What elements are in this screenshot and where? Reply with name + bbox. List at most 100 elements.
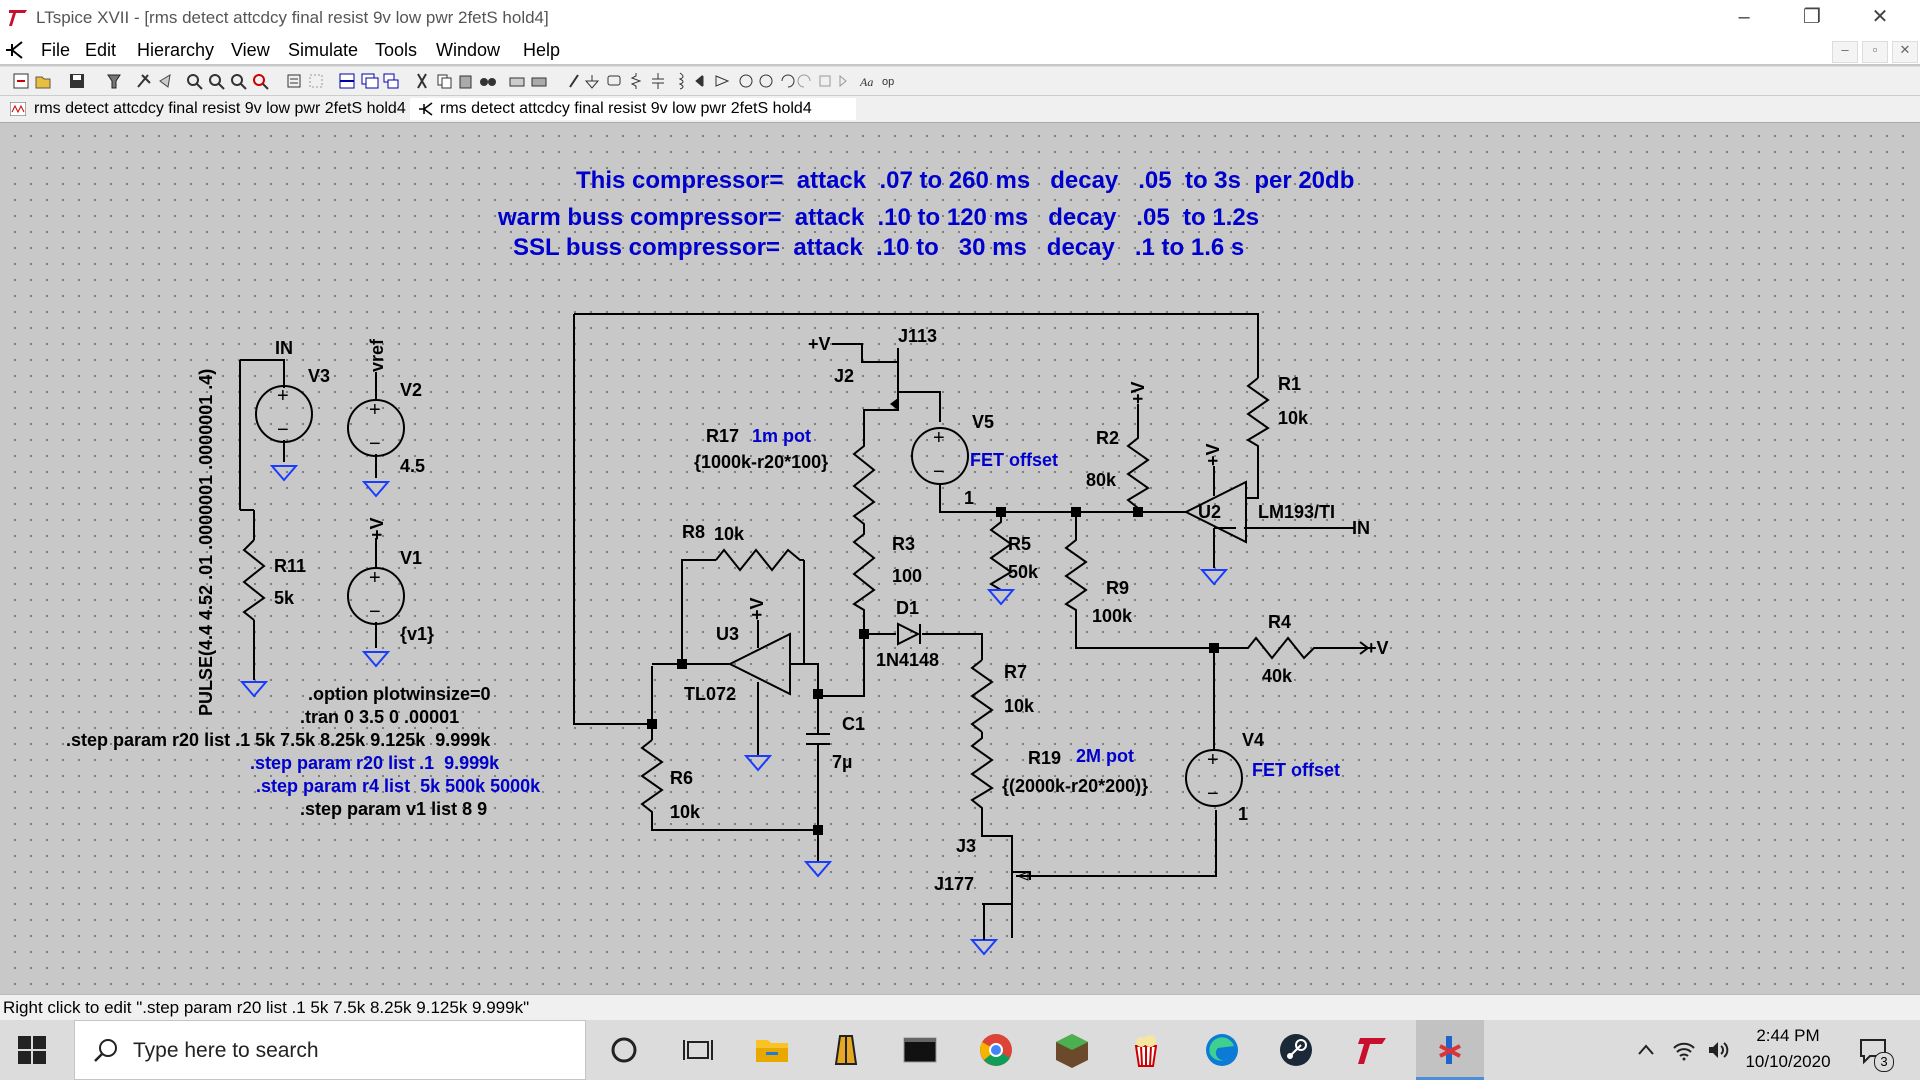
- print-setup-icon[interactable]: [531, 77, 547, 87]
- directive-option[interactable]: .option plotwinsize=0: [308, 684, 491, 704]
- label-v4-val[interactable]: 1: [1238, 804, 1248, 824]
- label-r19[interactable]: R19: [1028, 748, 1061, 768]
- ltspice-icon[interactable]: [1352, 1030, 1392, 1070]
- menu-help[interactable]: Help: [523, 40, 561, 60]
- chevron-up-icon[interactable]: [1636, 1040, 1656, 1060]
- label-u2-pos[interactable]: +V: [1203, 443, 1223, 466]
- halt-icon[interactable]: [159, 74, 171, 88]
- mirror-icon[interactable]: [839, 74, 847, 88]
- windows-start-icon[interactable]: [18, 1036, 46, 1064]
- label-c1[interactable]: C1: [842, 714, 865, 734]
- menu-tools[interactable]: Tools: [375, 40, 418, 60]
- label-r11-val[interactable]: 5k: [274, 588, 295, 608]
- grid-icon[interactable]: [309, 74, 323, 88]
- label-r1[interactable]: R1: [1278, 374, 1301, 394]
- label-plusv-j2[interactable]: +V: [808, 334, 831, 354]
- schematic-canvas[interactable]: This compressor= attack .07 to 260 ms de…: [3, 124, 1917, 990]
- label-r8[interactable]: R8: [682, 522, 705, 542]
- label-v2[interactable]: V2: [400, 380, 422, 400]
- directive-tran[interactable]: .tran 0 3.5 0 .00001: [300, 707, 459, 727]
- label-v4-note[interactable]: FET offset: [1252, 760, 1340, 780]
- label-v4[interactable]: V4: [1242, 730, 1264, 750]
- redo-icon[interactable]: [797, 74, 811, 88]
- note-this-compressor[interactable]: This compressor= attack .07 to 260 ms de…: [576, 167, 1354, 194]
- rotate-icon[interactable]: [819, 75, 831, 87]
- label-c1-val[interactable]: 7µ: [832, 752, 852, 772]
- zoom-fit-icon[interactable]: [253, 74, 269, 90]
- label-r3[interactable]: R3: [892, 534, 915, 554]
- ground-icon[interactable]: [584, 75, 600, 89]
- label-r2[interactable]: R2: [1096, 428, 1119, 448]
- cortana-icon[interactable]: [604, 1030, 644, 1070]
- label-j113[interactable]: J113: [898, 326, 937, 346]
- note-warm-buss[interactable]: warm buss compressor= attack .10 to 120 …: [497, 204, 1259, 231]
- v2-source-symbol[interactable]: [347, 399, 405, 457]
- label-r4-val[interactable]: 40k: [1262, 666, 1293, 686]
- label-j3[interactable]: J3: [956, 836, 976, 856]
- label-r6-val[interactable]: 10k: [670, 802, 701, 822]
- u2-comparator-symbol[interactable]: [1183, 480, 1247, 544]
- mdi-restore-button[interactable]: ▫: [1862, 41, 1888, 63]
- tab-waveform[interactable]: rms detect attcdcy final resist 9v low p…: [4, 98, 438, 120]
- label-r3-val[interactable]: 100: [892, 566, 922, 586]
- open-icon[interactable]: [35, 76, 51, 89]
- label-u3[interactable]: U3: [716, 624, 739, 644]
- label-r6[interactable]: R6: [670, 768, 693, 788]
- label-r9-val[interactable]: 100k: [1092, 606, 1133, 626]
- paste-icon[interactable]: [459, 75, 472, 89]
- label-u2-model[interactable]: LM193/TI: [1258, 502, 1335, 522]
- move-icon[interactable]: [739, 74, 753, 88]
- label-r17-note[interactable]: 1m pot: [752, 426, 811, 446]
- label-r4[interactable]: R4: [1268, 612, 1291, 632]
- minecraft-icon[interactable]: [1052, 1030, 1092, 1070]
- cascade-icon[interactable]: [383, 73, 399, 89]
- label-r19-val[interactable]: {(2000k-r20*200)}: [1002, 776, 1148, 796]
- run-icon[interactable]: [137, 74, 151, 88]
- label-r11[interactable]: R11: [274, 556, 306, 576]
- zoom-in-icon[interactable]: [187, 74, 203, 90]
- find-icon[interactable]: [480, 78, 496, 86]
- menu-simulate[interactable]: Simulate: [288, 40, 359, 60]
- label-v1[interactable]: V1: [400, 548, 422, 568]
- wifi-icon[interactable]: [1672, 1038, 1696, 1062]
- schematic-doc-icon[interactable]: [4, 39, 26, 61]
- capacitor-icon[interactable]: [652, 73, 664, 89]
- menu-window[interactable]: Window: [436, 40, 501, 60]
- menu-view[interactable]: View: [231, 40, 270, 60]
- label-u2[interactable]: U2: [1198, 502, 1221, 522]
- label-d1[interactable]: D1: [896, 598, 919, 618]
- label-r1-val[interactable]: 10k: [1278, 408, 1309, 428]
- label-r4-plusv[interactable]: +V: [1366, 638, 1389, 658]
- label-v2-val[interactable]: 4.5: [400, 456, 425, 476]
- new-schematic-icon[interactable]: [13, 73, 29, 89]
- label-d1-model[interactable]: 1N4148: [876, 650, 939, 670]
- label-u3-pos[interactable]: +V: [747, 597, 767, 620]
- label-v3[interactable]: V3: [308, 366, 330, 386]
- note-ssl-buss[interactable]: SSL buss compressor= attack .10 to 30 ms…: [513, 234, 1244, 261]
- menu-file[interactable]: File: [41, 40, 71, 60]
- component-icon[interactable]: [715, 75, 730, 87]
- label-r17-val[interactable]: {1000k-r20*100}: [694, 452, 828, 472]
- spice-directive-icon[interactable]: op: [882, 76, 894, 88]
- drag-icon[interactable]: [759, 74, 773, 88]
- label-j2[interactable]: J2: [834, 366, 854, 386]
- diode-icon[interactable]: [695, 74, 704, 88]
- autorange-icon[interactable]: [287, 74, 301, 88]
- restore-button[interactable]: ❐: [1803, 6, 1821, 28]
- v4-source-symbol[interactable]: [1185, 749, 1243, 807]
- terminal-icon[interactable]: [900, 1030, 940, 1070]
- control-panel-icon[interactable]: [107, 74, 121, 89]
- label-r8-val[interactable]: 10k: [714, 524, 745, 544]
- label-v5-val[interactable]: 1: [964, 488, 974, 508]
- label-r19-note[interactable]: 2M pot: [1076, 746, 1134, 766]
- label-vref[interactable]: vref: [367, 338, 387, 372]
- label-r7[interactable]: R7: [1004, 662, 1027, 682]
- zoom-out-icon[interactable]: [231, 74, 247, 90]
- label-r2-pos[interactable]: +V: [1128, 381, 1148, 404]
- tile-vertical-icon[interactable]: [361, 73, 379, 89]
- audio-app-icon[interactable]: [826, 1030, 866, 1070]
- schematic-drawing[interactable]: This compressor= attack .07 to 260 ms de…: [0, 124, 1914, 990]
- v1-source-symbol[interactable]: [347, 567, 405, 625]
- minimize-button[interactable]: –: [1738, 6, 1750, 28]
- copy-icon[interactable]: [437, 74, 452, 89]
